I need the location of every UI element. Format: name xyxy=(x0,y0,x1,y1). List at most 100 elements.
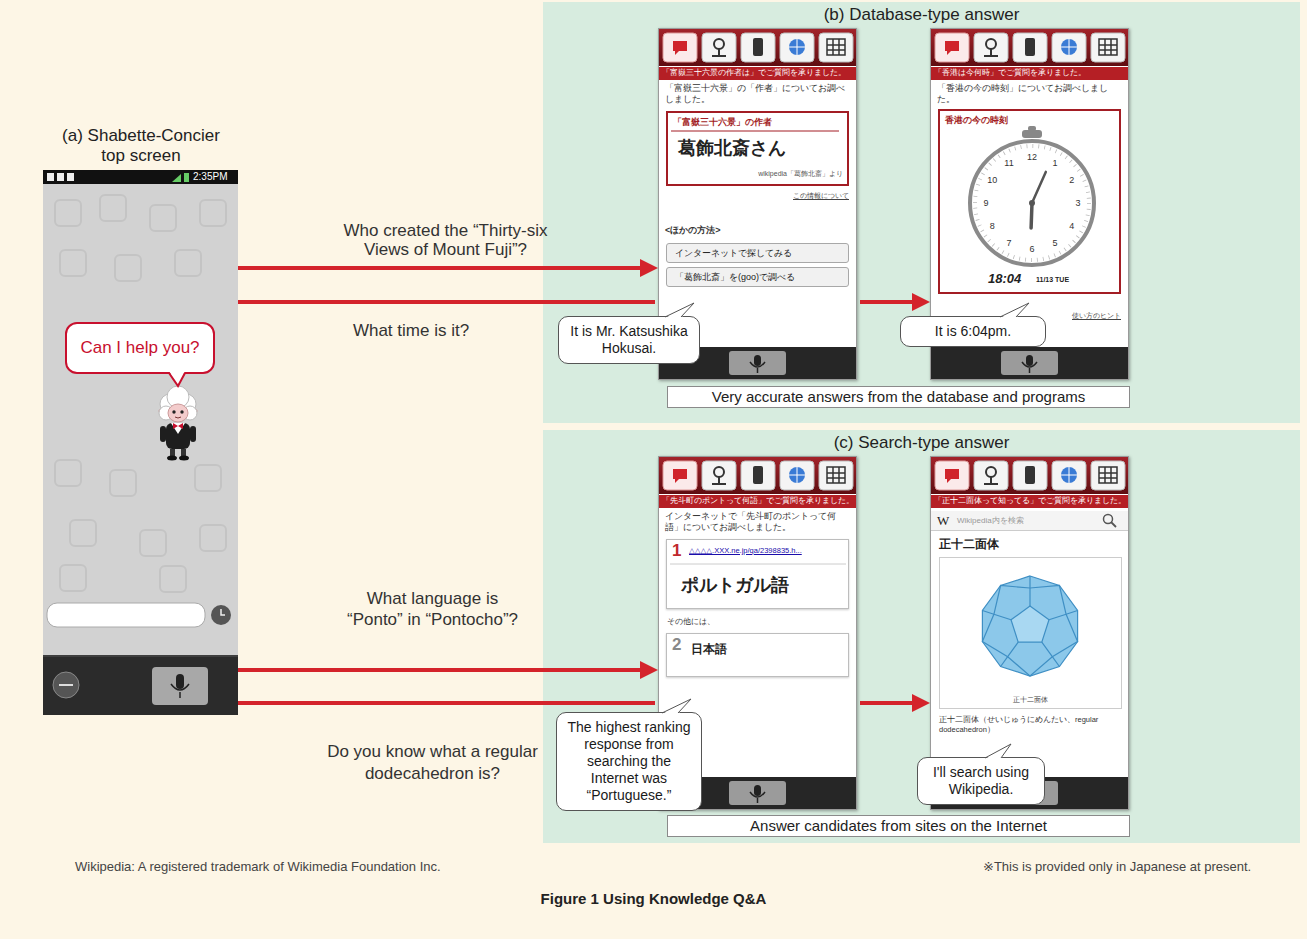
bubble-tail xyxy=(169,373,185,386)
bubble-tail xyxy=(1000,303,1029,318)
callout-bubble: The highest ranking response from search… xyxy=(556,712,702,811)
clock-numeral: 1 xyxy=(1047,157,1063,169)
rank-number: 2 xyxy=(672,635,681,655)
caption-box: Answer candidates from sites on the Inte… xyxy=(667,815,1130,837)
screen-chrome xyxy=(931,457,1128,494)
box-text: It is Mr. Katsushika Hokusai. xyxy=(567,323,691,357)
input-field xyxy=(47,603,205,627)
dodecahedron-illustration xyxy=(982,576,1077,676)
bubble-tail xyxy=(665,303,694,318)
bubble-tail xyxy=(985,744,1011,758)
header-text: 「香港は今何時」でご質問を承りました。 xyxy=(934,68,1126,78)
clock-numeral: 5 xyxy=(1047,237,1063,249)
screen-chrome xyxy=(931,347,1128,379)
screen-chrome xyxy=(931,67,1128,80)
screen-chrome xyxy=(659,29,856,66)
dodecahedron-illustration xyxy=(1011,606,1049,642)
phone-illustration xyxy=(43,170,238,715)
screen-text: 「香港の今の時刻」についてお調べしました。 xyxy=(937,83,1123,105)
sheep-character xyxy=(175,417,181,418)
screen-chrome xyxy=(931,29,1128,66)
sheep-character xyxy=(167,456,177,461)
phone-screen: (a) Shabette-Concier top screen2:35PMCan… xyxy=(43,170,238,715)
status-time: 2:35PM xyxy=(193,171,227,183)
clock-numeral: 10 xyxy=(984,174,1000,186)
box-title: 「富嶽三十六景」の作者 xyxy=(673,117,772,128)
clock-numeral: 6 xyxy=(1024,243,1040,255)
divider-line xyxy=(671,131,839,132)
callout-bubble: It is 6:04pm. xyxy=(900,316,1046,347)
speech-bubble: Can I help you? xyxy=(65,322,215,374)
screen-chrome xyxy=(659,67,856,80)
clock-numeral: 9 xyxy=(978,197,994,209)
callout-bubble: I'll search using Wikipedia. xyxy=(917,757,1045,805)
bubble-tail xyxy=(169,371,185,386)
arrow-line xyxy=(238,266,640,270)
clock-illustration xyxy=(1029,203,1033,228)
wikipedia-logo: W xyxy=(937,513,949,528)
answer-box: 「富嶽三十六景」の作者葛飾北斎さん wikipedia「葛飾北斎」より xyxy=(666,111,849,186)
sheep-character xyxy=(172,410,175,413)
bubble-tail xyxy=(665,303,694,318)
bubble-tail xyxy=(1000,303,1029,317)
answer-text: 葛飾北斎さん xyxy=(678,137,786,159)
header-text: 「先斗町のポントって何語」でご質問を承りました。 xyxy=(662,496,854,506)
footnote-text: ※This is provided only in Japanese at pr… xyxy=(983,859,1251,875)
sheep-character xyxy=(173,423,183,429)
phone-illustration xyxy=(211,605,231,625)
result-card: 2日本語 xyxy=(666,633,849,677)
box-title: 香港の今の時刻 xyxy=(945,115,1008,126)
phone-illustration xyxy=(43,656,238,657)
clock-time: 18:04 xyxy=(988,271,1021,286)
link-text: この情報について xyxy=(755,191,849,200)
url-text: △△△△.XXX.ne.jp/qa/2398835.h... xyxy=(689,546,845,556)
question-label: What language is “Ponto” in “Pontocho”? xyxy=(340,588,525,630)
phone-illustration xyxy=(67,173,74,181)
bubble-tail xyxy=(985,744,1011,759)
sheep-character xyxy=(166,423,190,449)
phone-illustration xyxy=(53,672,79,698)
source-text: wikipedia「葛飾北斎」より xyxy=(723,169,843,178)
article-text: 正十二面体（せいじゅうにめんたい、regular dodecahedron） xyxy=(939,715,1122,735)
clock-illustration xyxy=(1032,172,1046,203)
sheep-character xyxy=(179,456,189,461)
dodecahedron-illustration xyxy=(982,576,1077,676)
search-placeholder: Wikipedia内を検索 xyxy=(957,516,1024,526)
screen-heading: (a) Shabette-Concier top screen xyxy=(52,126,230,166)
phone-illustration xyxy=(171,684,189,698)
phone-bottom-bar xyxy=(43,655,238,715)
clock-illustration xyxy=(970,141,1094,265)
callout-bubble: It is Mr. Katsushika Hokusai. xyxy=(558,316,700,364)
result-card: 1 △△△△.XXX.ne.jp/qa/2398835.h... ポルトガル語 xyxy=(666,539,849,609)
phone-illustration xyxy=(176,674,184,689)
clock-illustration xyxy=(1022,130,1042,138)
answer-panel: (c) Search-type answer「先斗町のポントって何語」でご質問を… xyxy=(543,430,1300,843)
question-label: What time is it? xyxy=(336,321,486,341)
sheep-character xyxy=(180,410,183,413)
button-text: 「葛飾北斎」を(goo)で調べる xyxy=(675,271,795,283)
sheep-character xyxy=(171,423,185,434)
question-label: Do you know what a regular dodecahedron … xyxy=(320,741,545,785)
screen-text: 「富嶽三十六景」の「作者」についてお調べしました。 xyxy=(665,83,851,105)
footnote-text: Wikipedia: A registered trademark of Wik… xyxy=(75,859,441,875)
sheep-character xyxy=(160,426,166,442)
header-text: 「正十二面体って知ってる」でご質問を承りました。 xyxy=(934,496,1126,506)
box-text: Answer candidates from sites on the Inte… xyxy=(672,817,1125,835)
phone-illustration xyxy=(172,174,181,182)
box-text: The highest ranking response from search… xyxy=(565,719,693,804)
image-caption: 正十二面体 xyxy=(940,696,1121,704)
mic-button xyxy=(152,667,208,705)
option-button: インターネットで探してみる xyxy=(666,243,849,263)
box-text: I'll search using Wikipedia. xyxy=(926,764,1036,798)
phone-illustration xyxy=(184,173,189,182)
sheep-character xyxy=(190,426,196,442)
figure-caption: Figure 1 Using Knowledge Q&A xyxy=(0,890,1307,908)
clock-numeral: 12 xyxy=(1024,151,1040,163)
rank-number: 1 xyxy=(672,541,681,561)
answer-text: ポルトガル語 xyxy=(681,574,789,596)
section-heading: <ほかの方法> xyxy=(665,225,721,236)
bubble-tail xyxy=(662,699,691,714)
screen-chrome xyxy=(659,495,856,508)
screen-chrome xyxy=(931,495,1128,508)
